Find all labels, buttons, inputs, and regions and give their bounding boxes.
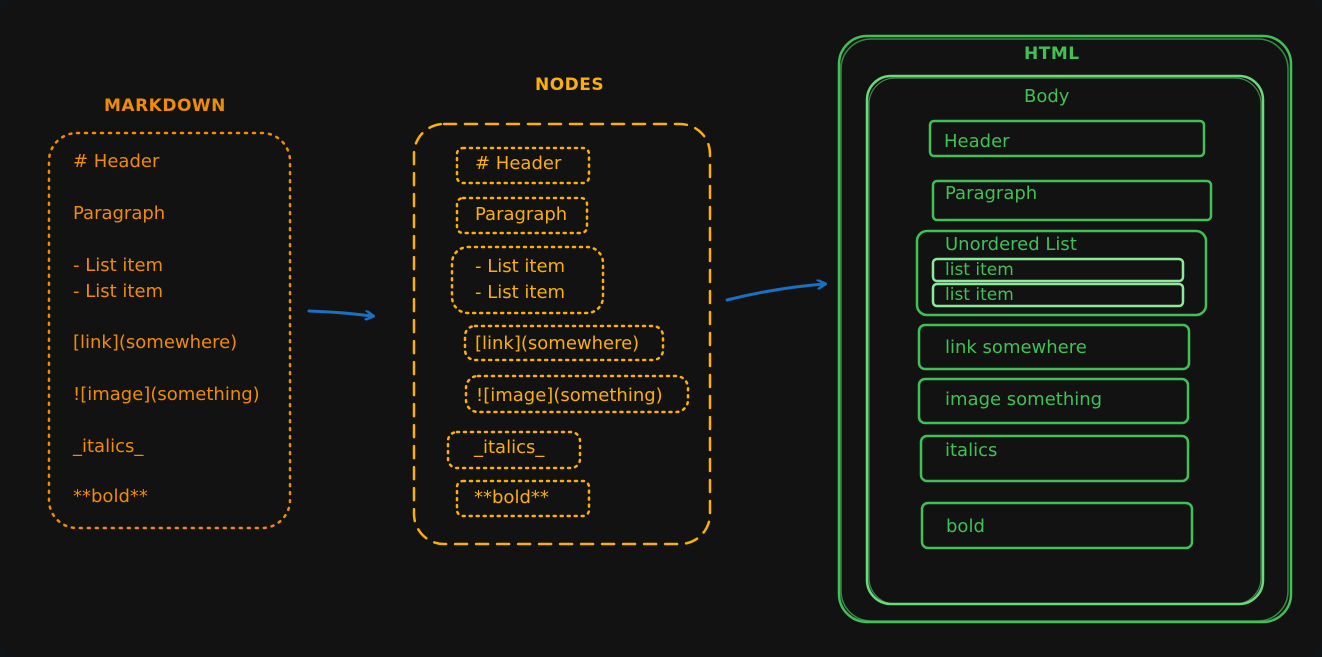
- node-box-list: [450, 245, 605, 315]
- html-paragraph-label: Paragraph: [945, 183, 1038, 204]
- html-container: [837, 34, 1293, 624]
- html-box-link: [917, 323, 1191, 371]
- markdown-line-list-item-2: - List item: [73, 281, 164, 302]
- html-bold-label: bold: [946, 516, 985, 537]
- html-list-item-1-label: list item: [945, 260, 1014, 280]
- markdown-line-paragraph: Paragraph: [73, 203, 166, 224]
- body-label: Body: [1024, 86, 1070, 107]
- html-title: HTML: [1024, 44, 1080, 64]
- markdown-container: [47, 131, 292, 530]
- html-box-image: [917, 377, 1190, 425]
- html-box-header: [928, 119, 1206, 158]
- body-container-sketch: [868, 77, 1262, 605]
- node-italics: _italics_: [474, 437, 545, 458]
- node-box-header: [455, 146, 591, 185]
- node-bold: **bold**: [474, 487, 549, 508]
- markdown-line-list-item-1: - List item: [73, 255, 164, 276]
- node-paragraph: Paragraph: [475, 204, 568, 225]
- node-link: [link](somewhere): [475, 333, 640, 354]
- nodes-container: [412, 122, 712, 546]
- arrow-markdown-to-nodes: [307, 309, 372, 316]
- html-list-item-2-label: list item: [945, 285, 1014, 305]
- node-list-item-1: - List item: [475, 256, 566, 277]
- markdown-line-link: [link](somewhere): [73, 332, 238, 353]
- markdown-title: MARKDOWN: [104, 96, 226, 116]
- markdown-line-italics: _italics_: [73, 436, 144, 457]
- markdown-line-bold: **bold**: [73, 486, 148, 507]
- node-list-item-2: - List item: [475, 282, 566, 303]
- html-italics-label: italics: [945, 440, 998, 461]
- node-image: ![image](something): [476, 385, 663, 406]
- node-box-bold: [455, 479, 591, 518]
- html-header-label: Header: [944, 131, 1010, 152]
- markdown-line-image: ![image](something): [73, 384, 260, 405]
- arrow-nodes-to-html: [725, 284, 824, 302]
- nodes-title: NODES: [535, 75, 605, 95]
- html-box-italics: [919, 434, 1190, 483]
- html-container-sketch: [840, 38, 1289, 622]
- markdown-line-header: # Header: [73, 151, 160, 172]
- html-image-label: image something: [945, 389, 1103, 410]
- html-box-list-item-2: [931, 282, 1185, 308]
- node-box-italics: [446, 430, 582, 470]
- node-box-image: [464, 374, 690, 414]
- html-unordered-list-label: Unordered List: [945, 234, 1077, 255]
- html-link-label: link somewhere: [945, 337, 1087, 358]
- html-box-list-item-1: [931, 257, 1185, 283]
- node-box-paragraph: [455, 196, 589, 235]
- html-box-unordered-list: [915, 229, 1208, 317]
- html-box-paragraph: [931, 179, 1213, 222]
- node-header: # Header: [475, 153, 562, 174]
- html-box-bold: [920, 501, 1194, 550]
